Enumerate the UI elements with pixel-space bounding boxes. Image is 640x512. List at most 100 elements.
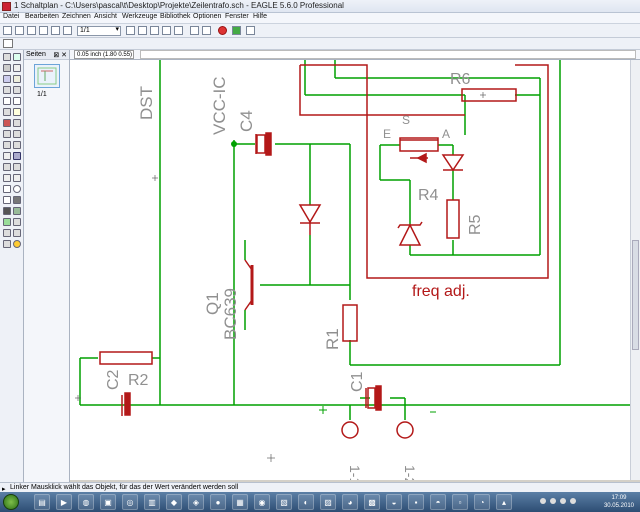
- sheet-select[interactable]: 1/1: [77, 26, 121, 36]
- add-icon[interactable]: [13, 119, 21, 127]
- menu-werkzeuge[interactable]: Werkzeuge: [122, 13, 158, 20]
- redo-icon[interactable]: [202, 26, 211, 35]
- value-icon[interactable]: [3, 152, 11, 160]
- menu-hilfe[interactable]: Hilfe: [253, 13, 268, 20]
- cut-icon[interactable]: [3, 108, 11, 116]
- name-icon[interactable]: [13, 141, 21, 149]
- circle-icon[interactable]: [13, 185, 21, 193]
- app-icon-5[interactable]: ◈: [188, 494, 204, 510]
- zoom-in-icon[interactable]: [138, 26, 147, 35]
- rotate-icon[interactable]: [13, 86, 21, 94]
- label-r4: R4: [418, 187, 439, 204]
- invoke-icon[interactable]: [3, 174, 11, 182]
- menu-bearbeiten[interactable]: Bearbeiten: [25, 13, 59, 20]
- pinswap-icon[interactable]: [3, 130, 11, 138]
- delete-icon[interactable]: [3, 119, 11, 127]
- app-icon-13[interactable]: ◒: [386, 494, 402, 510]
- open-icon[interactable]: [3, 26, 12, 35]
- menu-bibliothek[interactable]: Bibliothek: [160, 13, 191, 20]
- scrollbar-thumb[interactable]: [632, 240, 639, 350]
- media-icon[interactable]: ▶: [56, 494, 72, 510]
- zoom-fit-icon[interactable]: [126, 26, 135, 35]
- vertical-scrollbar[interactable]: [630, 60, 640, 480]
- app-icon-6[interactable]: ●: [210, 494, 226, 510]
- show-icon[interactable]: [13, 53, 21, 61]
- info-icon[interactable]: [3, 53, 11, 61]
- arc-icon[interactable]: [3, 196, 11, 204]
- mirror-icon[interactable]: [3, 86, 11, 94]
- wire-icon[interactable]: [13, 174, 21, 182]
- app-icon-16[interactable]: ▫: [452, 494, 468, 510]
- errors-icon[interactable]: [13, 240, 21, 248]
- menu-fenster[interactable]: Fenster: [225, 13, 249, 20]
- display-icon[interactable]: [3, 64, 11, 72]
- split-icon[interactable]: [13, 163, 21, 171]
- menu-zeichnen[interactable]: Zeichnen: [62, 13, 91, 20]
- copy-icon[interactable]: [13, 75, 21, 83]
- label-r6: R6: [450, 71, 471, 88]
- app-icon-3[interactable]: ▥: [144, 494, 160, 510]
- tray-icon-3[interactable]: [560, 498, 566, 504]
- zoom-out-icon[interactable]: [150, 26, 159, 35]
- app-icon-14[interactable]: ▪: [408, 494, 424, 510]
- explorer-icon[interactable]: ▤: [34, 494, 50, 510]
- command-line-input[interactable]: [140, 50, 636, 59]
- app-icon-10[interactable]: ◐: [298, 494, 314, 510]
- page-thumbnail[interactable]: [34, 64, 60, 88]
- label-icon[interactable]: [3, 229, 11, 237]
- gateswap-icon[interactable]: [13, 130, 21, 138]
- smash-icon[interactable]: [13, 152, 21, 160]
- go-icon[interactable]: [232, 26, 241, 35]
- grid-icon[interactable]: [3, 39, 13, 48]
- system-clock[interactable]: 17:09 30.05.2010: [604, 494, 634, 510]
- junction-icon[interactable]: [13, 218, 21, 226]
- save-icon[interactable]: [15, 26, 24, 35]
- app-icon-15[interactable]: ◓: [430, 494, 446, 510]
- replace-icon[interactable]: [3, 141, 11, 149]
- text-icon[interactable]: [3, 185, 11, 193]
- app-icon-2[interactable]: ◎: [122, 494, 138, 510]
- undo-icon[interactable]: [190, 26, 199, 35]
- polygon-icon[interactable]: [3, 207, 11, 215]
- board-icon[interactable]: [51, 26, 60, 35]
- menu-datei[interactable]: Datei: [3, 13, 20, 20]
- tray-icon-2[interactable]: [550, 498, 556, 504]
- label-r1: R1: [323, 328, 342, 350]
- bus-icon[interactable]: [13, 207, 21, 215]
- menu-optionen[interactable]: Optionen: [193, 13, 222, 20]
- app-icon-1[interactable]: ▣: [100, 494, 116, 510]
- attribute-icon[interactable]: [13, 229, 21, 237]
- tray-icon-1[interactable]: [540, 498, 546, 504]
- erc-icon[interactable]: [3, 240, 11, 248]
- app-icon-9[interactable]: ▧: [276, 494, 292, 510]
- app-icon-12[interactable]: ▩: [364, 494, 380, 510]
- change-icon[interactable]: [13, 97, 21, 105]
- app-icon-8[interactable]: ◉: [254, 494, 270, 510]
- firefox-icon[interactable]: ◕: [342, 494, 358, 510]
- app-icon-11[interactable]: ▨: [320, 494, 336, 510]
- start-button[interactable]: [3, 494, 19, 510]
- app-icon-17[interactable]: ◔: [474, 494, 490, 510]
- paste-icon[interactable]: [13, 108, 21, 116]
- print-icon[interactable]: [27, 26, 36, 35]
- schematic-canvas[interactable]: DST VCC-IC C4 R6 S E A R4 R5 Q1 BC639 R1…: [70, 60, 630, 480]
- script-icon[interactable]: [63, 26, 72, 35]
- tray-icon-4[interactable]: [570, 498, 576, 504]
- zoom-select-icon[interactable]: [174, 26, 183, 35]
- help-icon[interactable]: [246, 26, 255, 35]
- app-icon-4[interactable]: ◆: [166, 494, 182, 510]
- group-icon[interactable]: [3, 97, 11, 105]
- rect-icon[interactable]: [13, 196, 21, 204]
- menu-ansicht[interactable]: Ansicht: [94, 13, 117, 20]
- app-icon-7[interactable]: ▦: [232, 494, 248, 510]
- browser-icon[interactable]: ◍: [78, 494, 94, 510]
- miter-icon[interactable]: [3, 163, 11, 171]
- move-icon[interactable]: [3, 75, 11, 83]
- cam-icon[interactable]: [39, 26, 48, 35]
- app-icon-18[interactable]: ▴: [496, 494, 512, 510]
- net-icon[interactable]: [3, 218, 11, 226]
- pages-close-icon[interactable]: ⊠ ✕: [53, 52, 67, 59]
- stop-icon[interactable]: [218, 26, 227, 35]
- redraw-icon[interactable]: [162, 26, 171, 35]
- mark-icon[interactable]: [13, 64, 21, 72]
